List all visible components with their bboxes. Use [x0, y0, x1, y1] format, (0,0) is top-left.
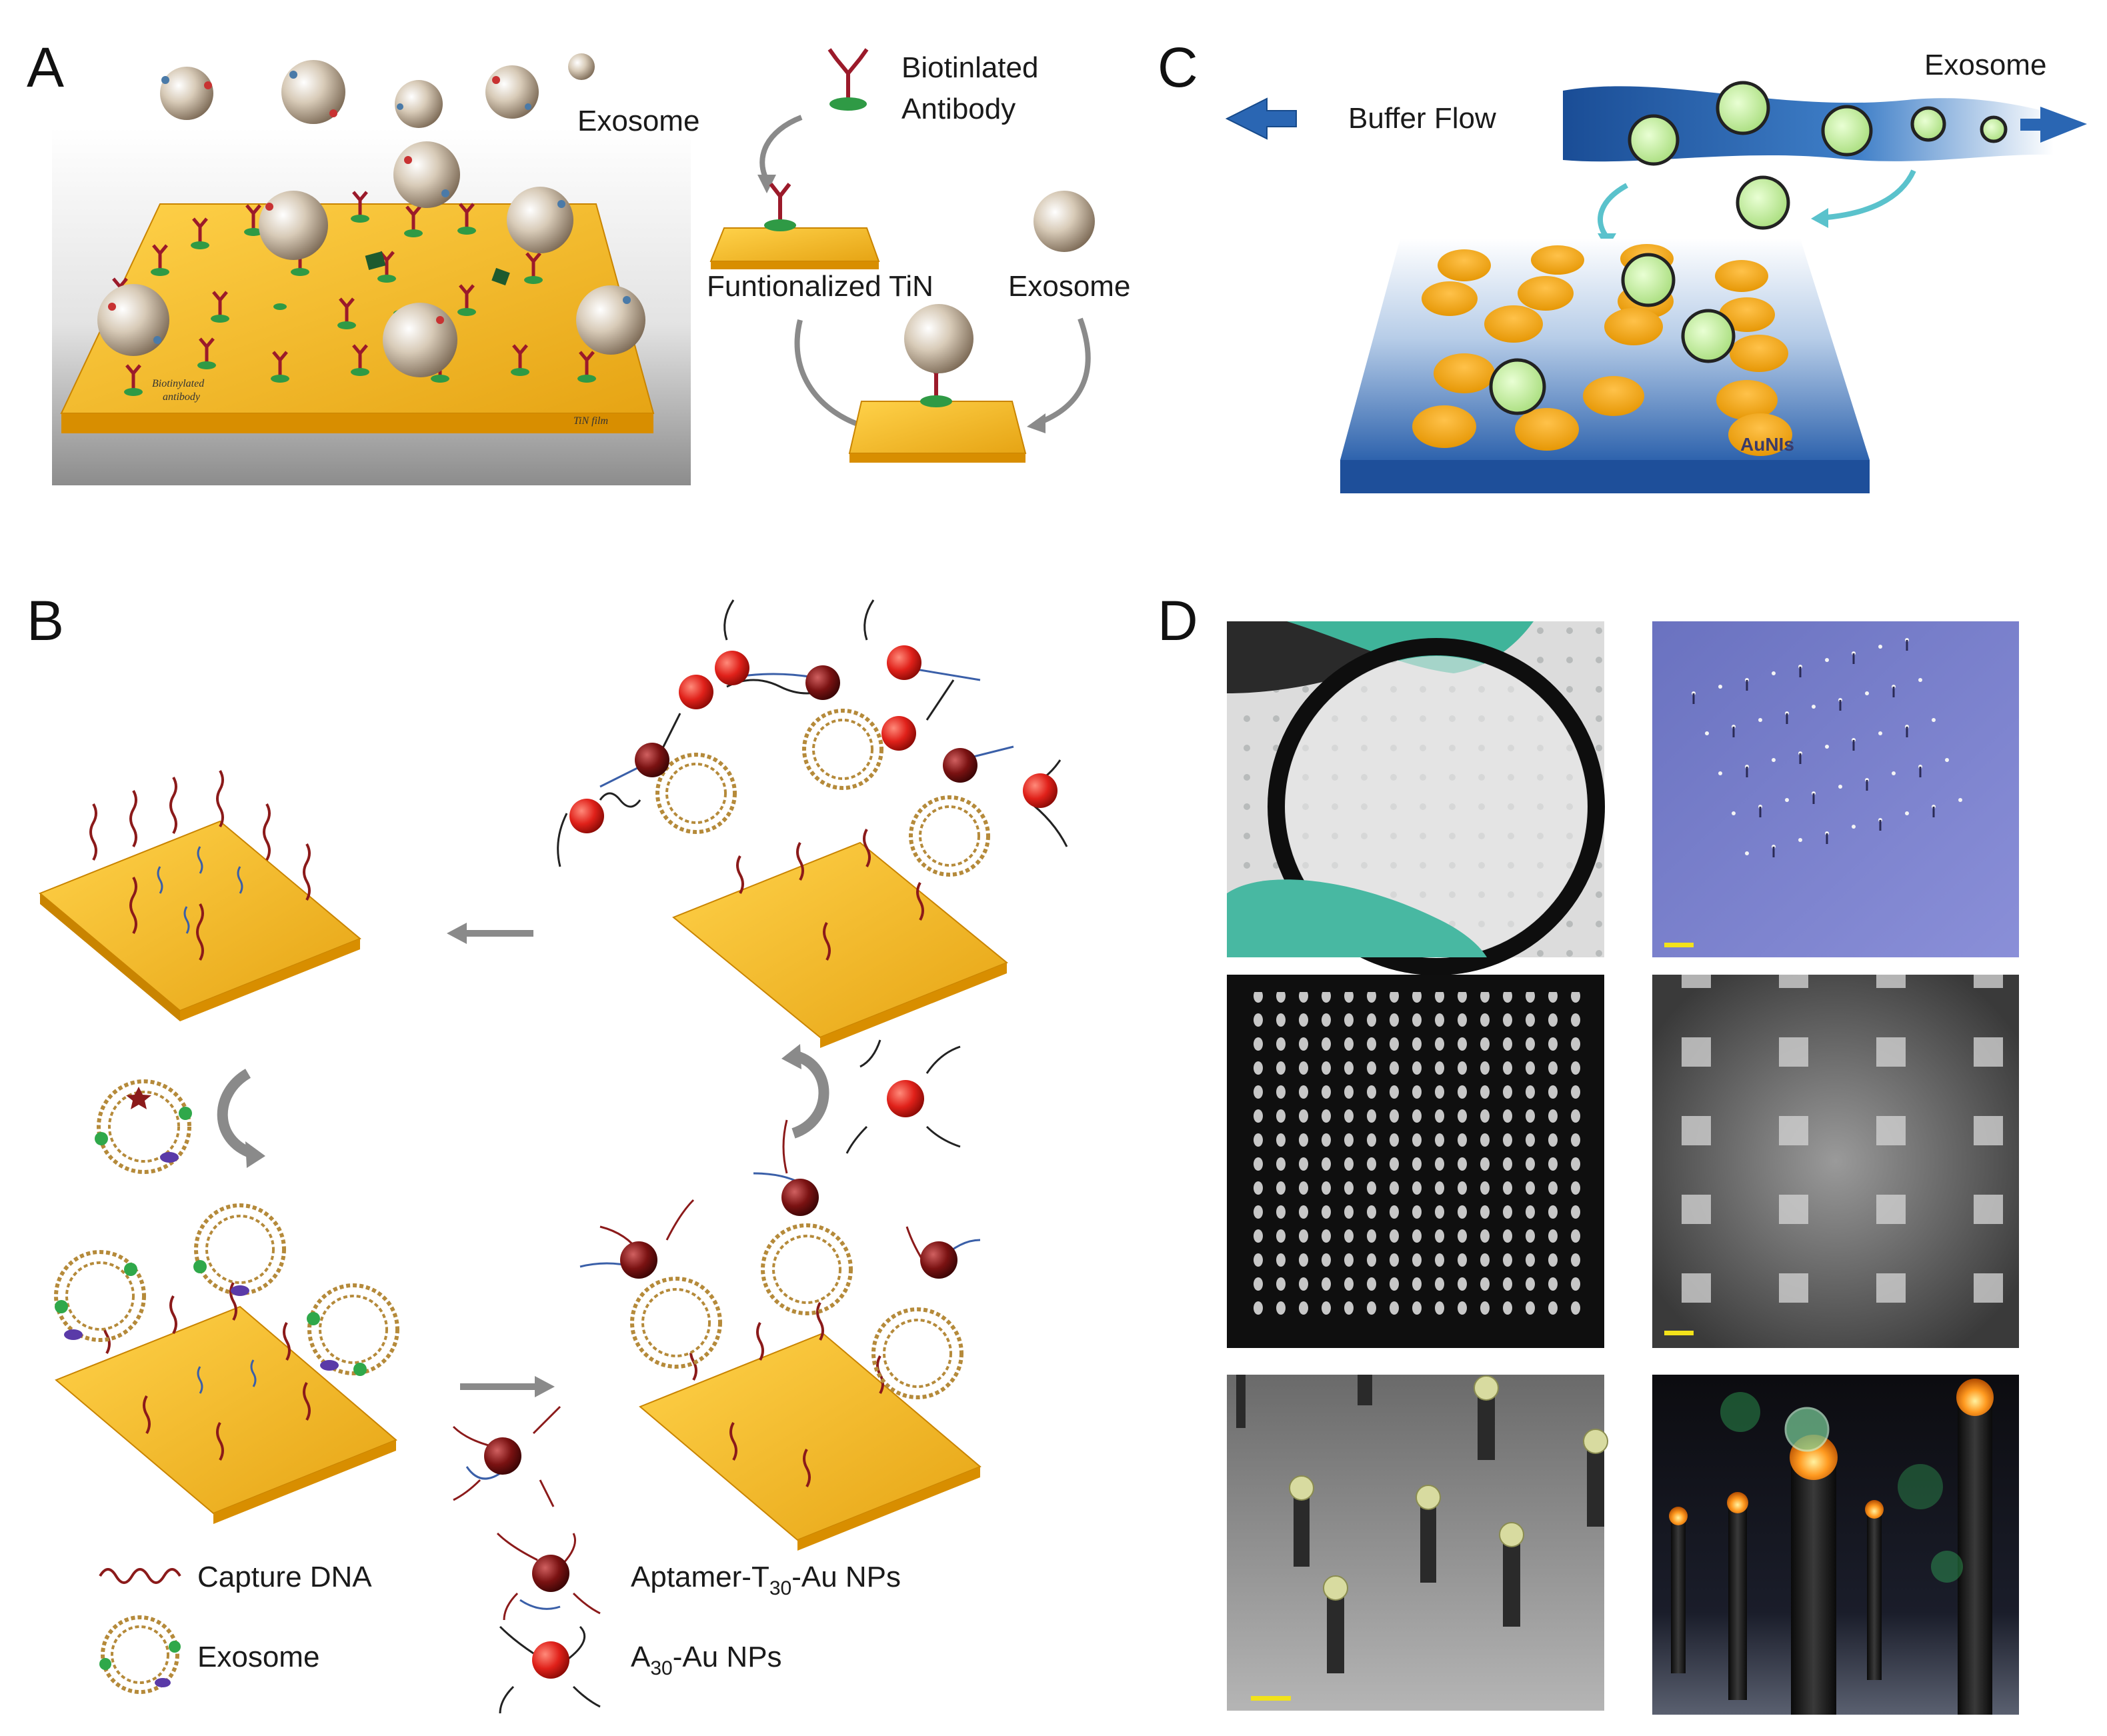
auni-label: AuNIs: [1740, 434, 1794, 455]
scale-bar: [1664, 943, 1694, 947]
captured-exosome-chip-b: [54, 1203, 399, 1524]
panel-d-letter: D: [1158, 589, 1198, 652]
legend: Capture DNA Exosome Aptamer-T30-Au NPs A…: [99, 1532, 901, 1714]
cycle-arrow-2: [794, 319, 867, 429]
biotinylated-antibody-icon: [827, 48, 869, 111]
curved-arrow-mid-right-head: [781, 1044, 801, 1069]
gold-nanoislands: [1412, 244, 1792, 456]
micrograph-fluorescence-spots: [1652, 975, 2019, 1348]
legend-a30-np-swatch: [499, 1625, 601, 1714]
legend-exosome-swatch: [99, 1615, 181, 1694]
inlet-arrow: [2020, 107, 2087, 143]
a30-np-icon-mid: [845, 1039, 961, 1154]
panel-c-letter: C: [1158, 36, 1198, 99]
micrograph-rendered-pillars: [1652, 1375, 2019, 1715]
film-blocker: [491, 267, 510, 286]
exosome-surface-proteins: [108, 71, 631, 344]
capture-arrow-right: [1826, 169, 1916, 220]
legend-aptamer-np-label: Aptamer-T30-Au NPs: [631, 1561, 901, 1599]
film-biotin-anchors: [111, 215, 596, 396]
functionalized-tin-chip: [709, 183, 880, 269]
scale-bar: [1251, 1696, 1291, 1701]
capture-arrow-left: [1598, 183, 1628, 239]
micrograph-fluorescence-array: [1227, 975, 1604, 1348]
legend-exosome-label: Exosome: [197, 1641, 319, 1673]
legend-aptamer-np-swatch: [496, 1532, 601, 1621]
buffer-flow-arrow: [1225, 97, 1297, 140]
panel-b: B: [27, 589, 1068, 1714]
biotinylated-antibody-label-line1: Biotinlated: [901, 51, 1038, 84]
legend-capture-dna-swatch: [99, 1568, 181, 1584]
curved-arrow-mid-left-head: [245, 1141, 265, 1168]
cycle-arrow-3: [1037, 317, 1091, 425]
exosome-label-right: Exosome: [1008, 270, 1130, 303]
film-blocker: [365, 251, 386, 270]
legend-a30-np-label: A30-Au NPs: [631, 1641, 782, 1679]
flow-channel: [1563, 86, 2054, 162]
sensor-chip-edge: [1340, 460, 1870, 493]
flow-arrow-right-head: [535, 1376, 555, 1397]
buffer-flow-label: Buffer Flow: [1348, 102, 1496, 135]
film-antibodies: [112, 191, 595, 391]
curved-arrow-mid-right: [791, 1051, 829, 1139]
panel-a: A Biotinylated antibody TiN film: [27, 36, 1130, 485]
film-antibody-label-line1: Biotinylated: [152, 378, 205, 389]
panel-c: C Buffer Flow Exosome: [1158, 36, 2087, 493]
aptamer-np-icon-mid: [452, 1405, 561, 1507]
exosome-icon-right: [1033, 191, 1095, 252]
scale-bar: [1664, 1331, 1694, 1335]
captured-exosome-chip: [848, 304, 1027, 463]
exosome-icon-mid: [95, 1079, 192, 1174]
cycle-arrow-1-head: [757, 175, 776, 193]
panel-b-letter: B: [27, 589, 64, 652]
biotinylated-antibody-label-line2: Antibody: [901, 93, 1015, 125]
captured-exosomes: [1489, 253, 1736, 415]
exosome-label-top: Exosome: [577, 105, 699, 137]
micrograph-sem-pillars: [1227, 1375, 1608, 1711]
capture-arrow-right-head: [1811, 208, 1828, 228]
bare-capture-chip: [39, 770, 361, 1021]
legend-capture-dna-label: Capture DNA: [197, 1561, 372, 1593]
flowing-exosomes: [1628, 81, 2008, 230]
functionalized-tin-label: Funtionalized TiN: [707, 270, 933, 303]
panel-d: D: [1158, 589, 2019, 1715]
flow-arrow-left-head: [447, 923, 467, 944]
exosome-label: Exosome: [1924, 49, 2046, 81]
micrograph-pillar-array: [1652, 621, 2019, 957]
film-name-label: TiN film: [573, 415, 608, 427]
cycle-arrow-3-head: [1027, 413, 1045, 433]
film-antibody-label-line2: antibody: [163, 391, 201, 403]
curved-arrow-mid-left: [217, 1069, 255, 1159]
micrograph-chip-photo: [1227, 621, 1605, 975]
cycle-arrow-1: [759, 115, 803, 181]
panel-a-letter: A: [27, 36, 64, 99]
labeled-exosome-chip: [579, 1119, 981, 1551]
amplified-network-chip: [557, 599, 1068, 1048]
tin-film-edge: [61, 413, 653, 433]
